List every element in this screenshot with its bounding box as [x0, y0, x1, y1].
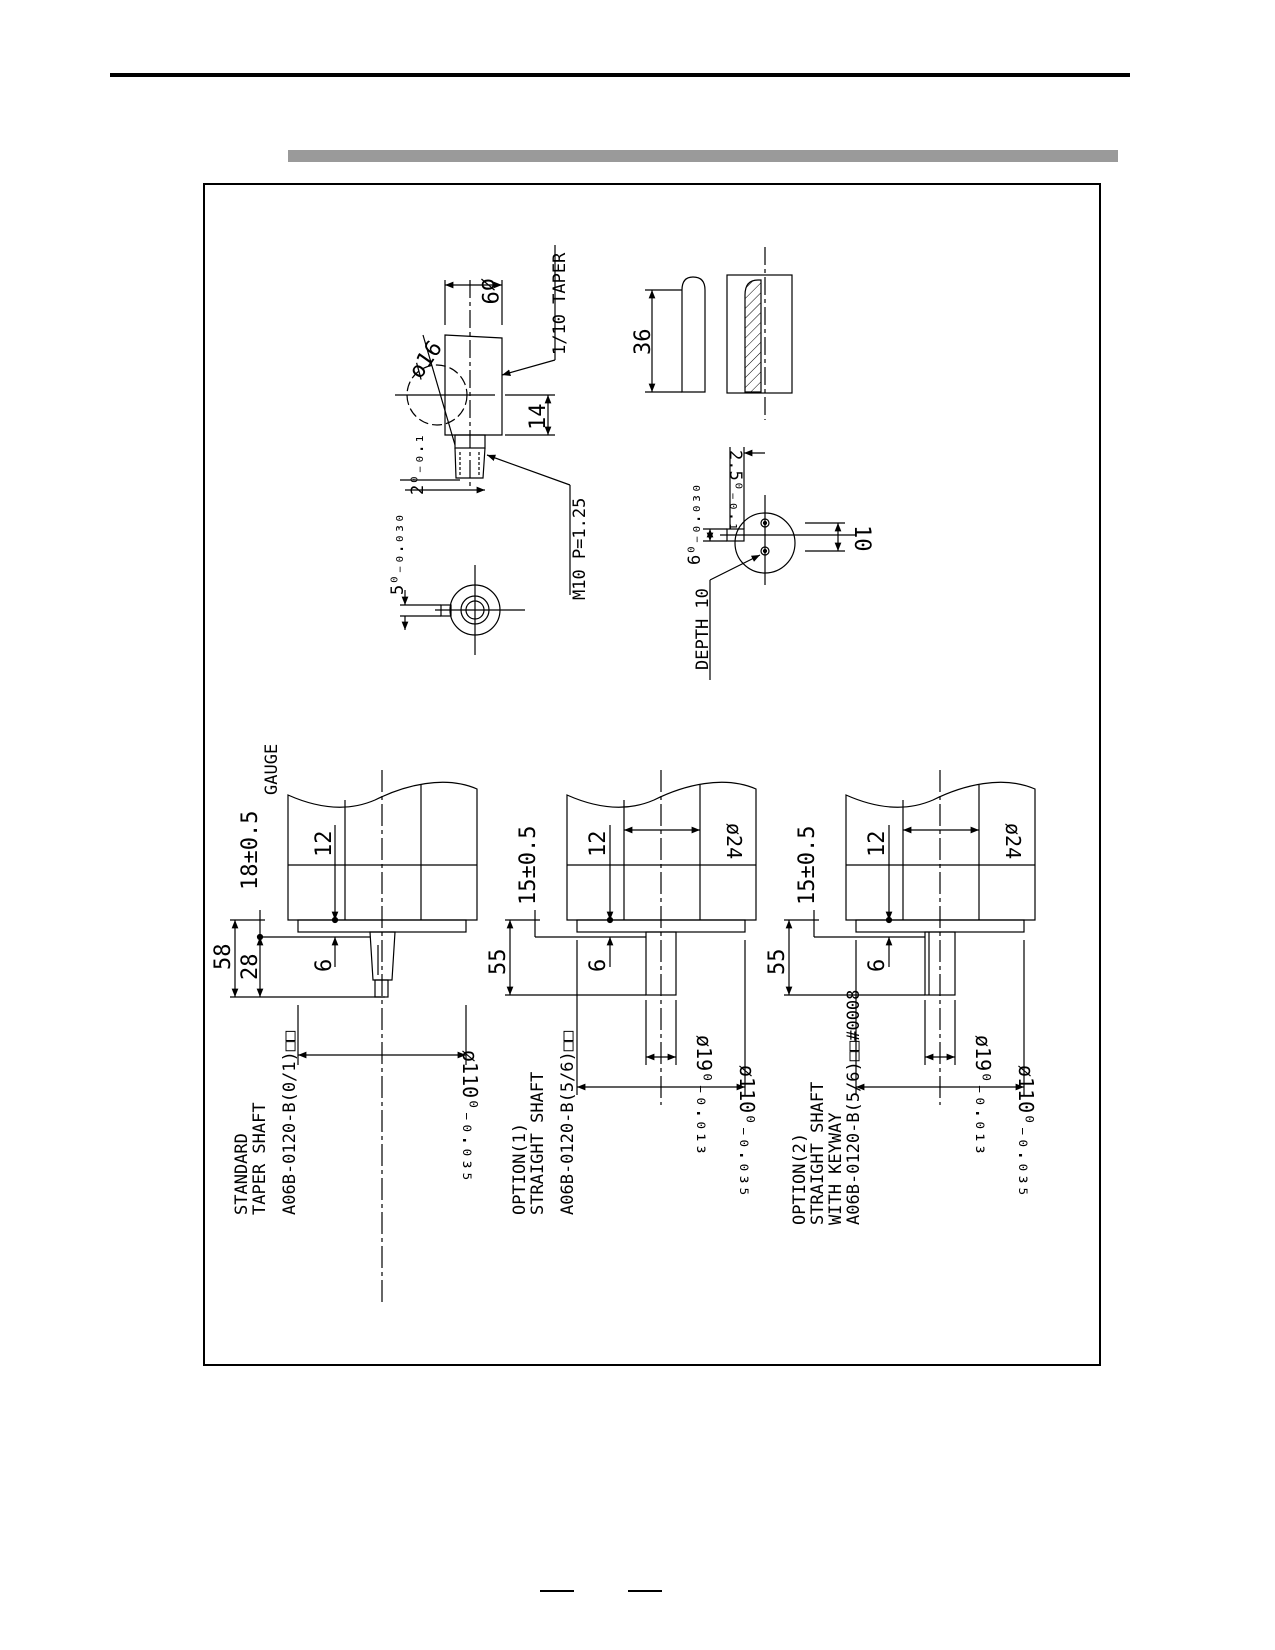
standard-part-no: A06B-0120-B(0/1)□□: [280, 1030, 300, 1215]
drawing-frame: STANDARD TAPER SHAFT A06B-0120-B(0/1)□□ …: [203, 183, 1101, 1366]
outline-drawing: STANDARD TAPER SHAFT A06B-0120-B(0/1)□□ …: [211, 245, 1038, 1305]
section-title-bar: [288, 150, 1118, 162]
option2-dim-55: 55: [765, 949, 790, 976]
detail-dia9: ø9: [476, 278, 501, 305]
standard-dim-18: 18±0.5: [238, 811, 263, 890]
detail-width6: 6⁰₋₀.₀₃₀: [685, 483, 705, 565]
standard-title-1: STANDARD: [232, 1133, 252, 1215]
shaft-end-view: [400, 565, 525, 655]
standard-gauge: GAUGE: [262, 744, 282, 795]
standard-dim-28: 28: [238, 954, 263, 981]
option2-dim-bore: ø24: [1001, 823, 1025, 859]
option1-part-no: A06B-0120-B(5/6)□□: [558, 1030, 578, 1215]
option1-dim-6: 6: [586, 959, 611, 972]
option2-dim-6: 6: [865, 959, 890, 972]
detail-14: 14: [526, 404, 551, 431]
detail-chamfer: 2⁰₋₀.₁: [408, 434, 428, 495]
option2-dim-12: 12: [865, 831, 890, 858]
standard-dim-110: ø110⁰₋₀.₀₃₅: [458, 1050, 482, 1182]
footer-dash-right: [628, 1590, 662, 1592]
option1-title-1: OPTION(1): [510, 1123, 530, 1215]
taper-detail: [395, 245, 571, 595]
standard-dim-6: 6: [312, 959, 337, 972]
option1-view: [505, 770, 757, 1105]
option2-view: [784, 770, 1036, 1105]
option2-part-no: A06B-0120-B(5/6)□□#0008: [844, 990, 864, 1225]
keyway-end-view: [703, 447, 855, 680]
detail-depth10: DEPTH 10: [693, 588, 713, 670]
option1-dim-12: 12: [586, 831, 611, 858]
detail-key5: 5⁰₋₀.₀₃₀: [388, 513, 408, 595]
standard-view: [230, 770, 478, 1305]
detail-thread: M10 P=1.25: [570, 498, 590, 600]
option1-dim-110: ø110⁰₋₀.₀₃₅: [735, 1065, 759, 1197]
option2-title-3: WITH KEYWAY: [826, 1112, 846, 1225]
option2-title-1: OPTION(2): [790, 1133, 810, 1225]
option2-title-2: STRAIGHT SHAFT: [808, 1082, 828, 1225]
option2-dim-110: ø110⁰₋₀.₀₃₅: [1014, 1065, 1038, 1197]
detail-dia16: ø16: [404, 337, 447, 384]
option1-dim-19: ø19⁰₋₀.₀₁₃: [692, 1035, 716, 1155]
header-rule: [110, 73, 1130, 77]
detail-36: 36: [631, 329, 656, 356]
option2-dim-19: ø19⁰₋₀.₀₁₃: [971, 1035, 995, 1155]
footer-dash-left: [540, 1590, 574, 1592]
detail-taper: 1/10 TAPER: [550, 252, 570, 355]
standard-dim-12: 12: [312, 831, 337, 858]
standard-dim-58: 58: [211, 944, 236, 971]
option1-dim-15: 15±0.5: [516, 826, 541, 905]
detail-depth-val: 2.5⁰₋₀.₁: [725, 450, 745, 532]
option1-title-2: STRAIGHT SHAFT: [528, 1072, 548, 1215]
detail-ten: 10: [849, 525, 874, 552]
key-profile: [645, 247, 793, 420]
option1-dim-55: 55: [486, 949, 511, 976]
standard-title-2: TAPER SHAFT: [250, 1102, 270, 1215]
option2-dim-15: 15±0.5: [795, 826, 820, 905]
option1-dim-bore: ø24: [722, 823, 746, 859]
